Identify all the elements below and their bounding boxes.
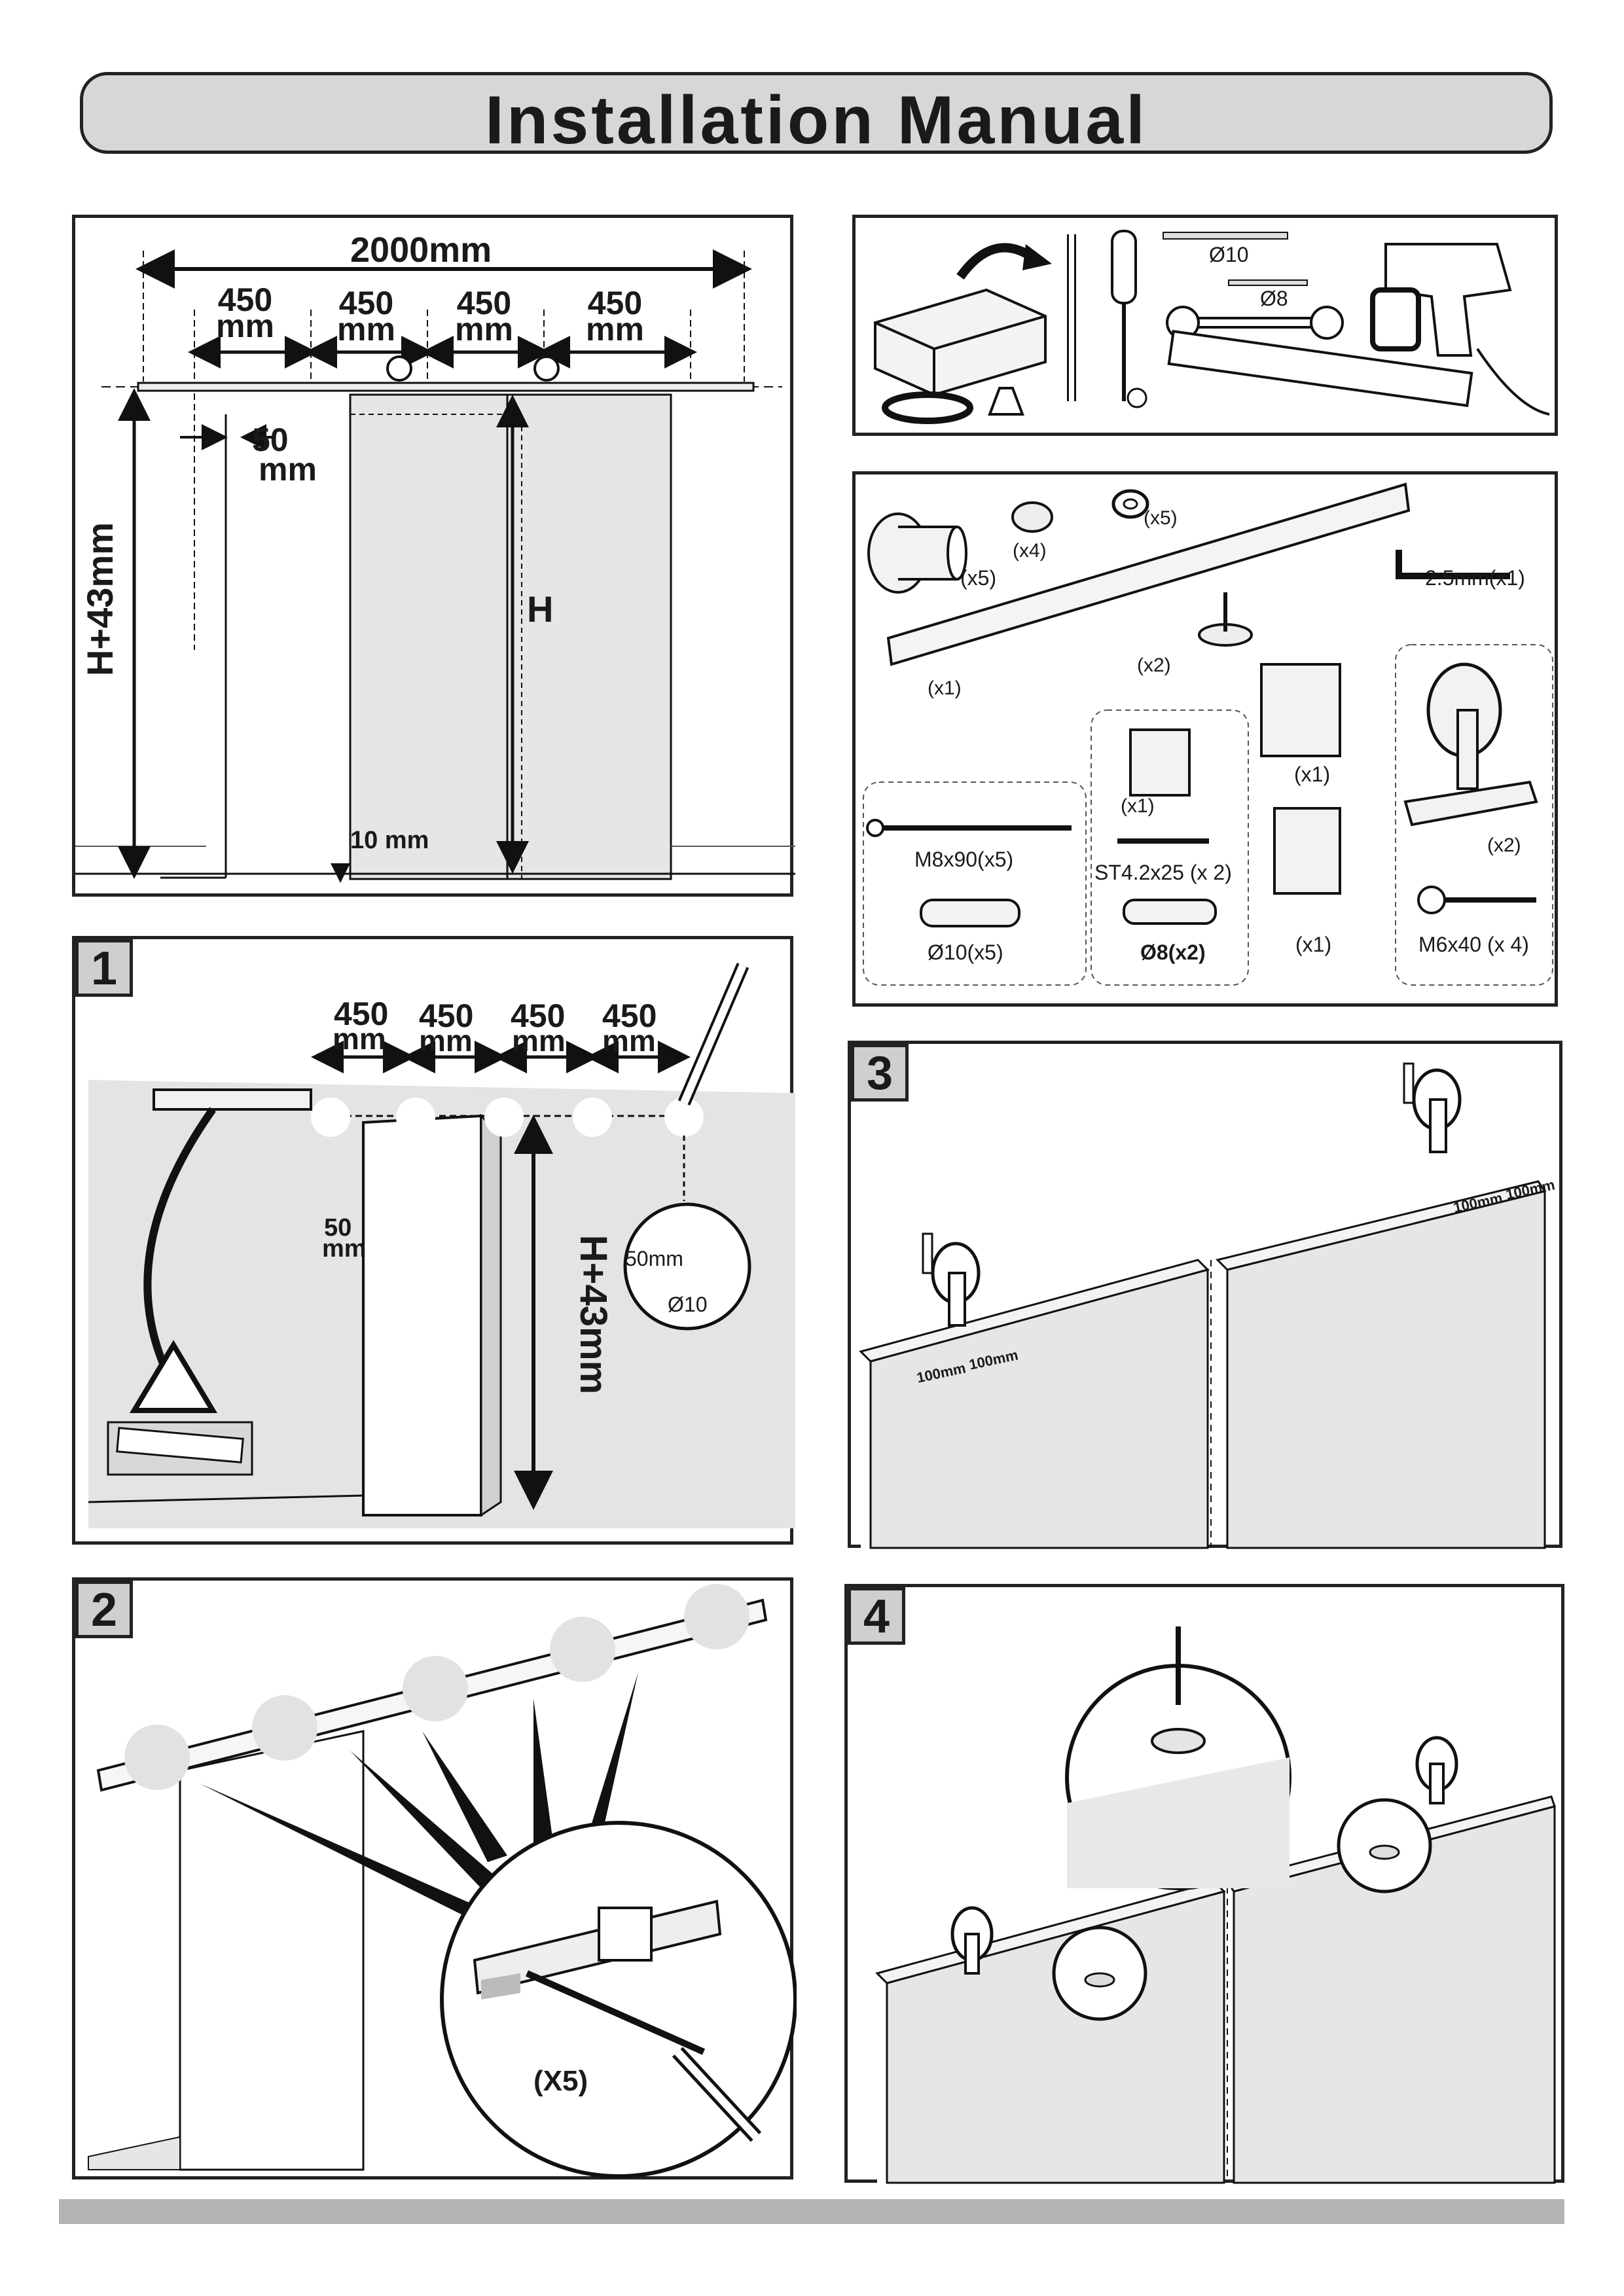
stopper-qty: (x4): [1013, 540, 1047, 562]
guide-qty: (x1): [1121, 795, 1155, 817]
step2-number: 2: [75, 1581, 133, 1638]
hanger-qty: (x2): [1487, 834, 1521, 856]
overview-panel: 2000mm 450 mm 450 mm 450 mm 450 mm 50 mm…: [72, 215, 795, 897]
allen-key-label: 2.5mm(x1): [1425, 566, 1525, 590]
bit-large-label: Ø10: [1209, 243, 1249, 266]
step1-seg-2: 450: [419, 997, 474, 1034]
spacer-qty: (x5): [960, 566, 997, 590]
step1-seg-unit-3: mm: [512, 1024, 566, 1058]
step1-seg-unit-1: mm: [333, 1022, 386, 1056]
step3-diagram: [859, 1062, 1547, 1549]
anchor-large-label: Ø10(x5): [928, 941, 1003, 964]
step1-seg-unit-4: mm: [602, 1024, 656, 1058]
offset-label-num: 50: [252, 422, 289, 458]
tools-diagram: [874, 230, 1550, 424]
rail-qty: (x1): [928, 677, 962, 699]
footer-bar: [59, 2199, 1564, 2224]
step1-number: 1: [75, 939, 133, 997]
step3-number: 3: [851, 1044, 909, 1102]
offset-label-unit: mm: [259, 451, 317, 488]
segment-label-4: 450 mm: [586, 285, 644, 348]
parts-diagram: [863, 482, 1553, 986]
page-title: Installation Manual: [484, 82, 1148, 158]
toolbox-icon: [874, 288, 1047, 397]
mount-height-label: H+43mm: [79, 522, 121, 677]
door-height-label: H: [527, 588, 554, 630]
segment-label-1: 450 mm: [216, 281, 274, 344]
step2-diagram: [88, 1584, 797, 2178]
anchor-small-label: Ø8(x2): [1140, 941, 1206, 964]
step1-height-label: H+43mm: [572, 1234, 615, 1395]
step1-offset-unit: mm: [322, 1235, 367, 1263]
step4-panel: 4: [844, 1584, 1564, 2184]
screw-bolt-label: M8x90(x5): [914, 848, 1014, 871]
step4-number: 4: [848, 1587, 905, 1645]
step1-seg-4: 450: [602, 997, 657, 1034]
drill-bit-label: Ø10: [668, 1293, 708, 1316]
step2-panel: 2 (X5): [72, 1577, 797, 2179]
step1-diagram: [88, 963, 795, 1528]
bit-small-label: Ø8: [1260, 287, 1288, 310]
floor-guide-qty: (x2): [1137, 655, 1171, 676]
step1-offset-num: 50: [324, 1214, 352, 1242]
step4-diagram: [875, 1626, 1556, 2184]
floor-gap-label: 10 mm: [350, 827, 429, 854]
step1-seg-unit-2: mm: [419, 1024, 473, 1058]
step1-seg-3: 450: [511, 997, 566, 1034]
segment-label-2: 450 mm: [337, 285, 395, 348]
parts-panel: (x4) (x5) (x5) (x1) (x2) 2.5mm(x1) (x1) …: [852, 471, 1558, 1007]
bracket-qty: (x1): [1294, 762, 1331, 786]
title-banner: Installation Manual: [80, 72, 1553, 158]
clip-qty: (x1): [1295, 933, 1332, 956]
drill-depth-label: 50mm: [625, 1247, 683, 1270]
total-width-label: 2000mm: [350, 230, 492, 270]
washer-qty: (x5): [1144, 507, 1178, 529]
tools-panel: Ø10 Ø8: [852, 215, 1558, 436]
overview-diagram: [75, 249, 795, 883]
screw-m6-label: M6x40 (x 4): [1418, 933, 1529, 956]
segment-label-3: 450 mm: [455, 285, 513, 348]
step3-panel: 3 100mm 100mm 100mm 100mm: [848, 1041, 1562, 1549]
repeat-label: (X5): [533, 2065, 588, 2097]
screw-small-label: ST4.2x25 (x 2): [1094, 861, 1232, 884]
step1-panel: 1 450 mm 450 mm 450 mm 450 mm 50 mm H+43…: [72, 936, 795, 1545]
step1-seg-1: 450: [334, 996, 389, 1032]
